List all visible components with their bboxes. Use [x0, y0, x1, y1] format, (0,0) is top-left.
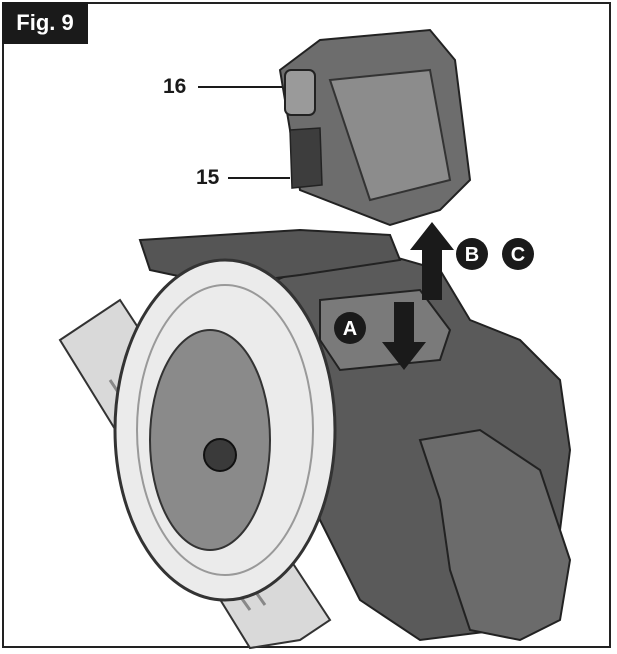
blade-guard-inner — [136, 284, 314, 576]
step-a-text: A — [343, 318, 357, 340]
step-b-badge — [456, 238, 488, 270]
callout-16: 16 — [163, 75, 187, 98]
battery-contacts — [289, 127, 323, 189]
step-a-badge — [334, 312, 366, 344]
figure-label: Fig. 9 — [2, 2, 88, 44]
step-c-text: C — [511, 244, 525, 266]
rear-handle — [418, 428, 572, 642]
step-c-badge — [502, 238, 534, 270]
callout-15: 15 — [196, 166, 220, 189]
battery-release-button — [284, 69, 316, 116]
saw-blade — [149, 329, 271, 551]
arrow-down — [382, 302, 426, 370]
blade-arbor — [203, 438, 237, 472]
step-b-text: B — [465, 244, 479, 266]
battery-side-panel — [328, 68, 452, 202]
arrow-up — [410, 222, 454, 300]
